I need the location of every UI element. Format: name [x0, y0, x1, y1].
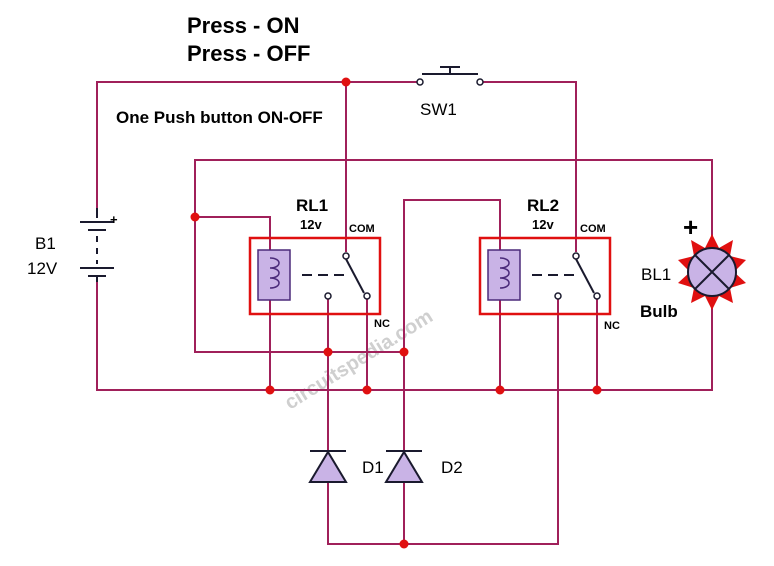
junction-nodes — [190, 77, 602, 549]
diode1-label: D1 — [362, 458, 384, 477]
bulb-name: BL1 — [641, 265, 671, 284]
relay2-nc-label: NC — [604, 320, 620, 332]
junction-dot — [399, 539, 409, 549]
diode-d2 — [384, 450, 424, 483]
junction-dot — [341, 77, 351, 87]
relay2-voltage: 12v — [532, 217, 554, 232]
relay-rl1 — [248, 236, 382, 316]
junction-dot — [190, 212, 200, 222]
junction-dot — [265, 385, 275, 395]
watermark: circuitspedia.com — [281, 305, 437, 414]
battery-plus-sign: + — [110, 212, 118, 227]
bulb-plus-sign: + — [683, 212, 698, 242]
relay1-voltage: 12v — [300, 217, 322, 232]
circuit-subtitle: One Push button ON-OFF — [116, 108, 323, 127]
relay1-com-label: COM — [349, 223, 375, 235]
bulb-symbol — [678, 234, 746, 310]
junction-dot — [362, 385, 372, 395]
relay2-com-label: COM — [580, 223, 606, 235]
junction-dot — [323, 347, 333, 357]
battery-name: B1 — [35, 234, 56, 253]
bulb-label: Bulb — [640, 302, 678, 321]
wires — [96, 81, 713, 545]
battery-symbol — [80, 208, 114, 282]
junction-dot — [399, 347, 409, 357]
relay1-name: RL1 — [296, 196, 328, 215]
title-line-2: Press - OFF — [187, 41, 310, 66]
diode-d1 — [308, 450, 348, 483]
relay2-name: RL2 — [527, 196, 559, 215]
junction-dot — [592, 385, 602, 395]
junction-dot — [495, 385, 505, 395]
battery-voltage: 12V — [27, 259, 58, 278]
relay1-nc-label: NC — [374, 318, 390, 330]
switch-label: SW1 — [420, 100, 457, 119]
push-button-switch — [416, 66, 484, 86]
relay-rl2 — [478, 236, 612, 316]
diode2-label: D2 — [441, 458, 463, 477]
title-line-1: Press - ON — [187, 13, 300, 38]
